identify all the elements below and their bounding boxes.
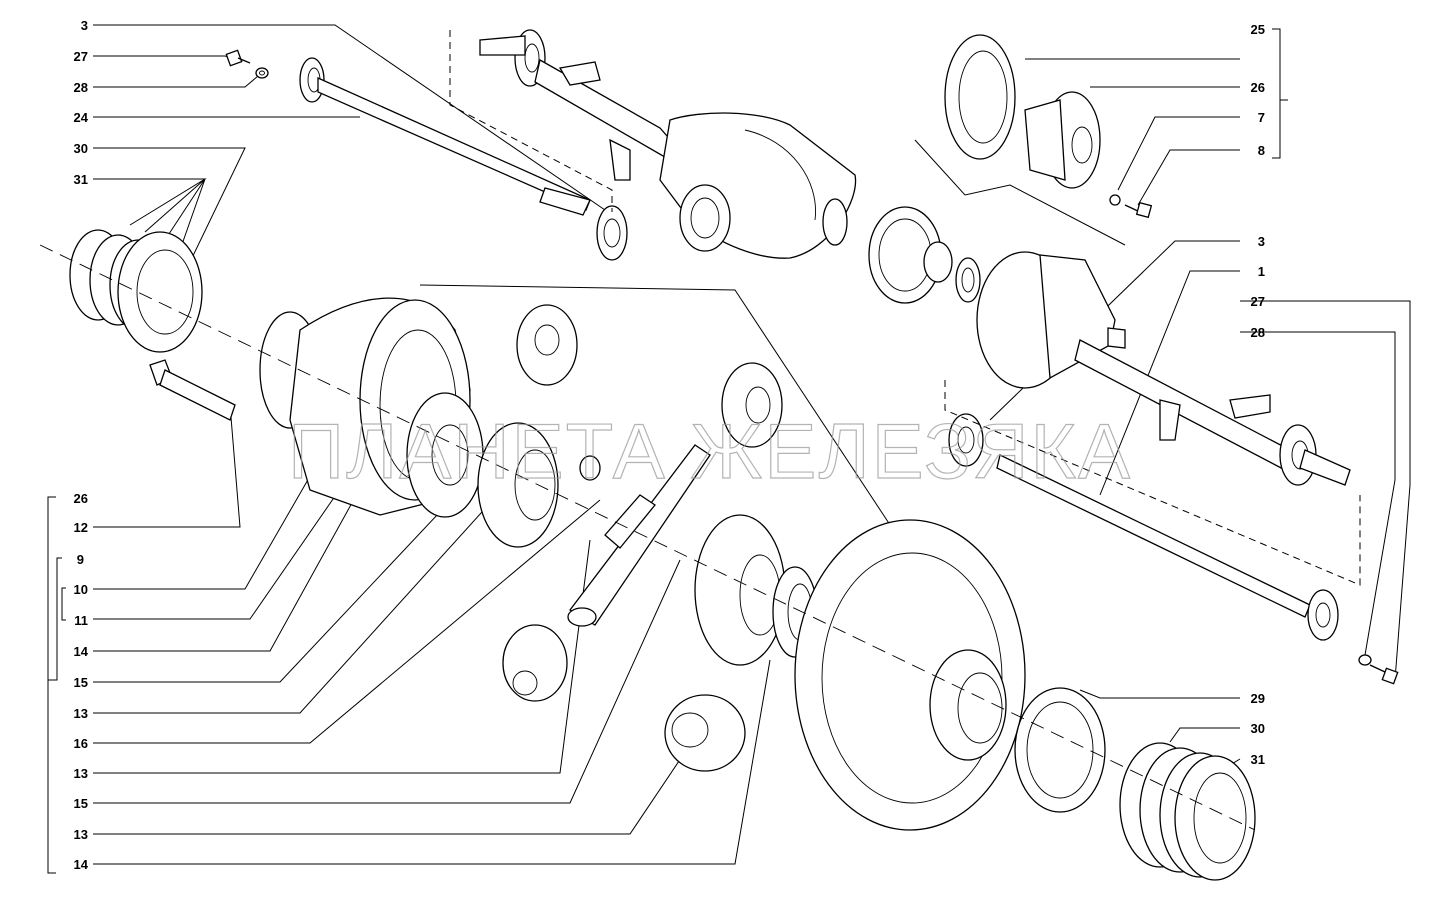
callout-label: 30 xyxy=(74,141,88,156)
callout-label: 7 xyxy=(1258,110,1265,125)
callout-label: 31 xyxy=(1251,752,1265,767)
callout-label: 12 xyxy=(74,520,88,535)
callout-label: 14 xyxy=(74,644,89,659)
axle-hidden-line-left xyxy=(449,30,613,212)
callout-label: 29 xyxy=(1251,691,1265,706)
callout-label: 15 xyxy=(74,675,88,690)
callout-label: 10 xyxy=(74,582,88,597)
bolt-8 xyxy=(1124,201,1153,219)
callout-label: 26 xyxy=(74,491,88,506)
pin-shaft-lower xyxy=(579,455,656,549)
callout-label: 3 xyxy=(81,18,88,33)
pinion-gear-15-bottom xyxy=(502,624,568,702)
bracket-9 xyxy=(48,557,62,681)
bolt-27-top xyxy=(225,49,251,67)
centre-axis xyxy=(39,244,1256,831)
coil-spring-31-right xyxy=(1119,742,1256,881)
bracket-26 xyxy=(47,496,56,874)
callout-label: 24 xyxy=(74,110,89,125)
axle-hidden-line-right xyxy=(944,380,1361,586)
differential-case-26 xyxy=(1024,91,1101,189)
axle-shaft-1 xyxy=(948,413,1339,641)
right-leaders xyxy=(989,58,1411,813)
differential-case-large xyxy=(794,519,1026,831)
callout-label: 11 xyxy=(74,613,88,628)
bolt-12 xyxy=(149,359,236,421)
washer-7 xyxy=(1109,194,1121,206)
callout-label: 26 xyxy=(1251,80,1265,95)
callout-label: 13 xyxy=(74,827,88,842)
thrust-washer-29 xyxy=(1014,687,1106,813)
callout-label: 25 xyxy=(1251,22,1265,37)
bolt-27-bottom xyxy=(1369,664,1399,685)
callout-label: 27 xyxy=(74,49,88,64)
side-gear-14-right xyxy=(694,514,786,666)
callout-label: 1 xyxy=(1258,264,1265,279)
pinion-gear-15-top xyxy=(516,304,578,386)
washer-28-bottom xyxy=(1358,654,1372,666)
callout-label: 3 xyxy=(1258,234,1265,249)
right-axle-housing xyxy=(976,251,1351,486)
callout-label: 13 xyxy=(74,706,88,721)
pinion-gear-13-top xyxy=(721,362,783,448)
bracket-10-11 xyxy=(61,587,66,621)
side-gear-14 xyxy=(477,422,559,548)
callout-label: 13 xyxy=(74,766,88,781)
callout-label: 15 xyxy=(74,796,88,811)
callout-label: 28 xyxy=(74,80,88,95)
callout-label: 30 xyxy=(1251,721,1265,736)
watermark-text: ПЛАНЕТА ЖЕЛЕЗЯКА xyxy=(288,407,1132,495)
ring-gear-25 xyxy=(944,34,1016,160)
left-callouts: 3 27 28 24 30 31 26 12 9 10 11 14 15 13 … xyxy=(47,18,89,874)
shaft-16 xyxy=(567,444,711,627)
callout-label: 8 xyxy=(1258,143,1265,158)
assembly-arrow xyxy=(914,139,1126,246)
callout-label: 9 xyxy=(77,552,84,567)
callout-label: 31 xyxy=(74,172,88,187)
callout-label: 14 xyxy=(74,857,89,872)
bracket-25 xyxy=(1272,28,1281,159)
axle-housing xyxy=(479,29,857,259)
differential-carrier-small xyxy=(868,206,981,304)
coil-spring-30-left xyxy=(69,229,203,353)
axle-shaft-24 xyxy=(299,57,628,261)
callout-label: 16 xyxy=(74,736,88,751)
side-gear-13-bottom xyxy=(664,694,746,772)
washer-28-top xyxy=(255,67,269,79)
